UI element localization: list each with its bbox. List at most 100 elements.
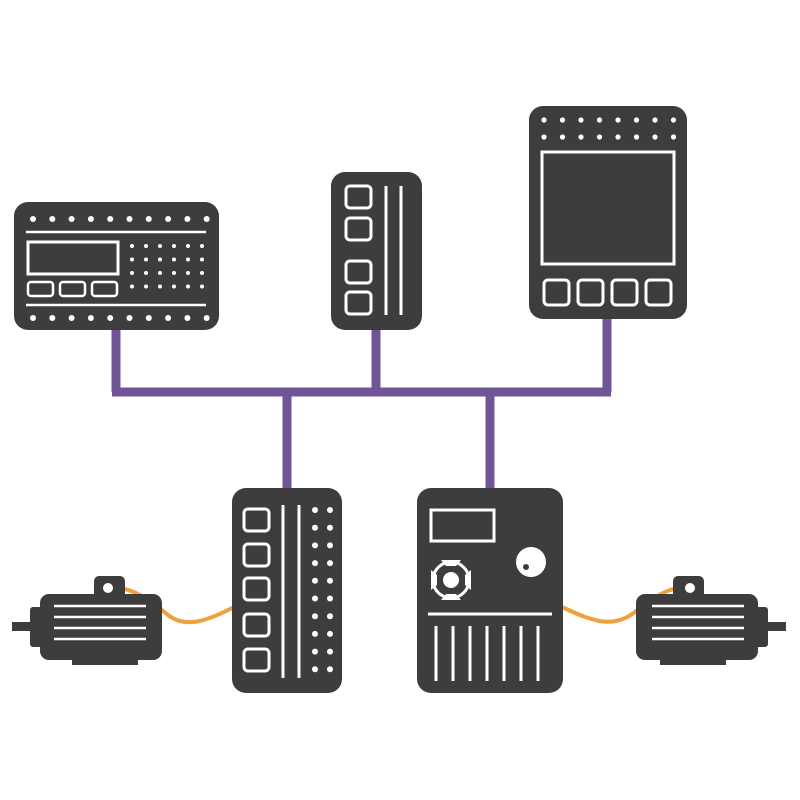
led-dot <box>327 507 333 513</box>
led-dot <box>87 315 94 321</box>
led-dot <box>158 271 162 275</box>
led-dot <box>203 315 210 321</box>
network-bus <box>111 316 612 492</box>
led-dot <box>107 315 114 321</box>
motor-cables <box>106 585 692 625</box>
led-dot <box>200 244 204 248</box>
led-dot <box>312 542 318 549</box>
led-dot <box>327 560 333 567</box>
led-dot <box>158 244 162 248</box>
touch-panel-screen <box>540 150 676 266</box>
led-dot <box>596 134 603 140</box>
led-dot <box>652 134 658 140</box>
led-dot <box>327 630 333 637</box>
io-module-icon <box>331 172 422 330</box>
hmi-panel-icon <box>14 202 219 330</box>
led-dot <box>327 613 333 620</box>
led-dot <box>312 507 318 513</box>
led-dot <box>186 257 190 262</box>
inverter-vents <box>434 626 540 681</box>
led-dot <box>172 271 176 275</box>
led-dot <box>172 244 176 248</box>
led-dot <box>144 284 148 289</box>
hmi-top-dots <box>30 216 210 222</box>
led-dot <box>126 315 133 321</box>
led-dot <box>633 117 640 123</box>
led-dot <box>670 117 677 123</box>
led-dot <box>165 216 172 222</box>
led-dot <box>186 244 190 248</box>
led-dot <box>312 577 318 584</box>
led-dot <box>87 216 94 222</box>
led-dot <box>312 648 318 655</box>
led-dot <box>312 613 318 620</box>
led-dot <box>186 284 190 289</box>
led-dot <box>49 216 56 222</box>
inverter-knob <box>516 547 546 577</box>
led-dot <box>130 257 134 262</box>
led-dot <box>172 257 176 262</box>
led-dot <box>144 257 148 262</box>
led-dot <box>68 216 75 222</box>
led-dot <box>184 315 191 321</box>
drive-module-icon <box>232 488 342 693</box>
led-dot <box>158 284 162 289</box>
led-dot <box>130 284 134 289</box>
led-dot <box>615 134 621 140</box>
led-dot <box>312 666 318 673</box>
led-dot <box>107 216 114 222</box>
hmi-bottom-dots <box>30 315 210 321</box>
led-dot <box>327 595 333 602</box>
led-dot <box>541 134 547 140</box>
touch-panel-top-dots <box>541 117 677 140</box>
led-dot <box>670 134 677 140</box>
electric-motor-icon <box>636 576 786 665</box>
led-dot <box>172 284 176 289</box>
led-dot <box>312 595 318 602</box>
motor-cable-left <box>106 585 234 625</box>
led-dot <box>158 257 162 262</box>
led-dot <box>596 117 603 123</box>
led-dot <box>30 216 36 222</box>
electric-motor-icon <box>12 576 162 665</box>
led-dot <box>541 117 547 123</box>
led-dot <box>559 134 566 140</box>
hmi-key-3 <box>90 280 119 298</box>
led-dot <box>652 117 658 123</box>
frequency-inverter-icon <box>417 488 563 693</box>
led-dot <box>184 216 191 222</box>
led-dot <box>130 271 134 275</box>
led-dot <box>312 630 318 637</box>
led-dot <box>145 216 152 222</box>
hmi-key-1 <box>26 280 55 298</box>
led-dot <box>578 134 584 140</box>
led-dot <box>130 244 134 248</box>
led-dot <box>200 271 204 275</box>
drive-module-dots <box>312 507 333 673</box>
led-dot <box>49 315 56 321</box>
led-dot <box>615 117 621 123</box>
led-dot <box>68 315 75 321</box>
led-dot <box>327 666 333 673</box>
led-dot <box>327 648 333 655</box>
led-dot <box>145 315 152 321</box>
led-dot <box>327 542 333 549</box>
hmi-dot-grid <box>130 244 204 289</box>
led-dot <box>327 577 333 584</box>
hmi-display <box>26 240 120 276</box>
led-dot <box>312 560 318 567</box>
led-dot <box>30 315 36 321</box>
led-dot <box>144 244 148 248</box>
inverter-dpad-icon <box>431 560 471 600</box>
led-dot <box>578 117 584 123</box>
led-dot <box>144 271 148 275</box>
led-dot <box>312 524 318 531</box>
led-dot <box>186 271 190 275</box>
led-dot <box>633 134 640 140</box>
hmi-key-2 <box>58 280 87 298</box>
inverter-display <box>429 508 496 543</box>
led-dot <box>200 257 204 262</box>
touch-panel-icon <box>529 106 687 319</box>
led-dot <box>200 284 204 289</box>
